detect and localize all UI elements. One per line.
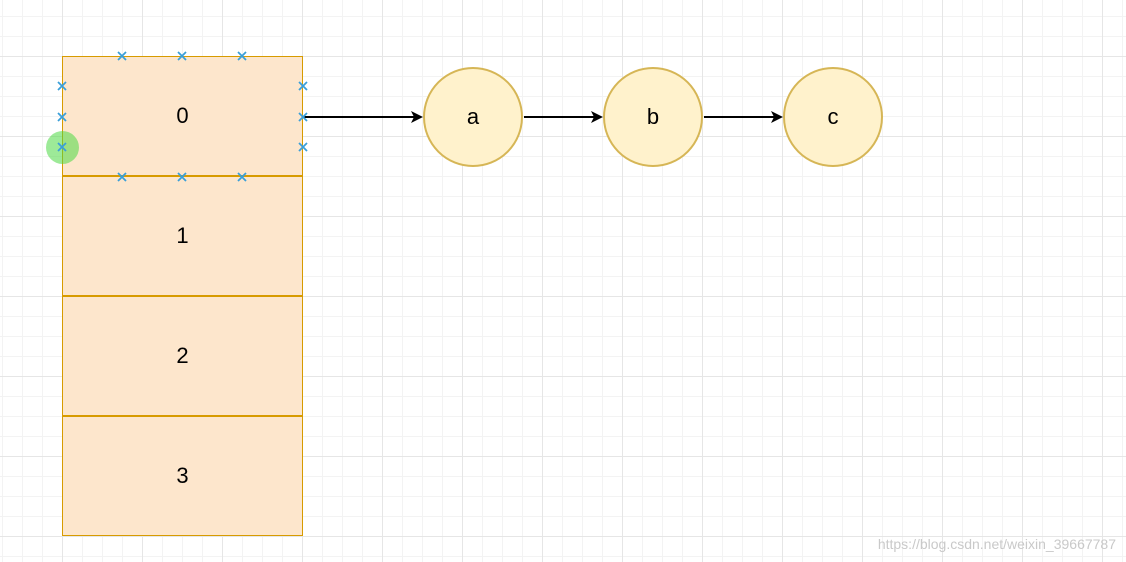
- list-node-b[interactable]: b: [603, 67, 703, 167]
- connection-point-icon[interactable]: [297, 141, 309, 153]
- connection-point-icon[interactable]: [297, 111, 309, 123]
- connection-point-icon[interactable]: [176, 171, 188, 183]
- array-cell-label: 0: [176, 103, 189, 128]
- connection-point-icon[interactable]: [236, 50, 248, 62]
- list-node-label: a: [466, 104, 480, 129]
- connection-point-icon[interactable]: [297, 80, 309, 92]
- array-cell-label: 3: [176, 463, 189, 488]
- array-cell-label: 2: [176, 343, 189, 368]
- array-cell-0[interactable]: 0: [62, 56, 303, 176]
- list-node-label: c: [827, 104, 839, 129]
- connection-point-icon[interactable]: [176, 50, 188, 62]
- list-node-c[interactable]: c: [783, 67, 883, 167]
- list-node-a[interactable]: a: [423, 67, 523, 167]
- connection-point-icon[interactable]: [236, 171, 248, 183]
- connection-point-icon[interactable]: [56, 111, 68, 123]
- list-node-label: b: [646, 104, 660, 129]
- array-cell-label: 1: [176, 223, 189, 248]
- connection-point-icon[interactable]: [56, 141, 68, 153]
- connection-point-icon[interactable]: [56, 80, 68, 92]
- array-cell-3[interactable]: 3: [62, 416, 303, 536]
- watermark: https://blog.csdn.net/weixin_39667787: [877, 536, 1116, 552]
- connection-point-icon[interactable]: [116, 171, 128, 183]
- array-cell-2[interactable]: 2: [62, 296, 303, 416]
- array-cell-1[interactable]: 1: [62, 176, 303, 296]
- connection-point-icon[interactable]: [116, 50, 128, 62]
